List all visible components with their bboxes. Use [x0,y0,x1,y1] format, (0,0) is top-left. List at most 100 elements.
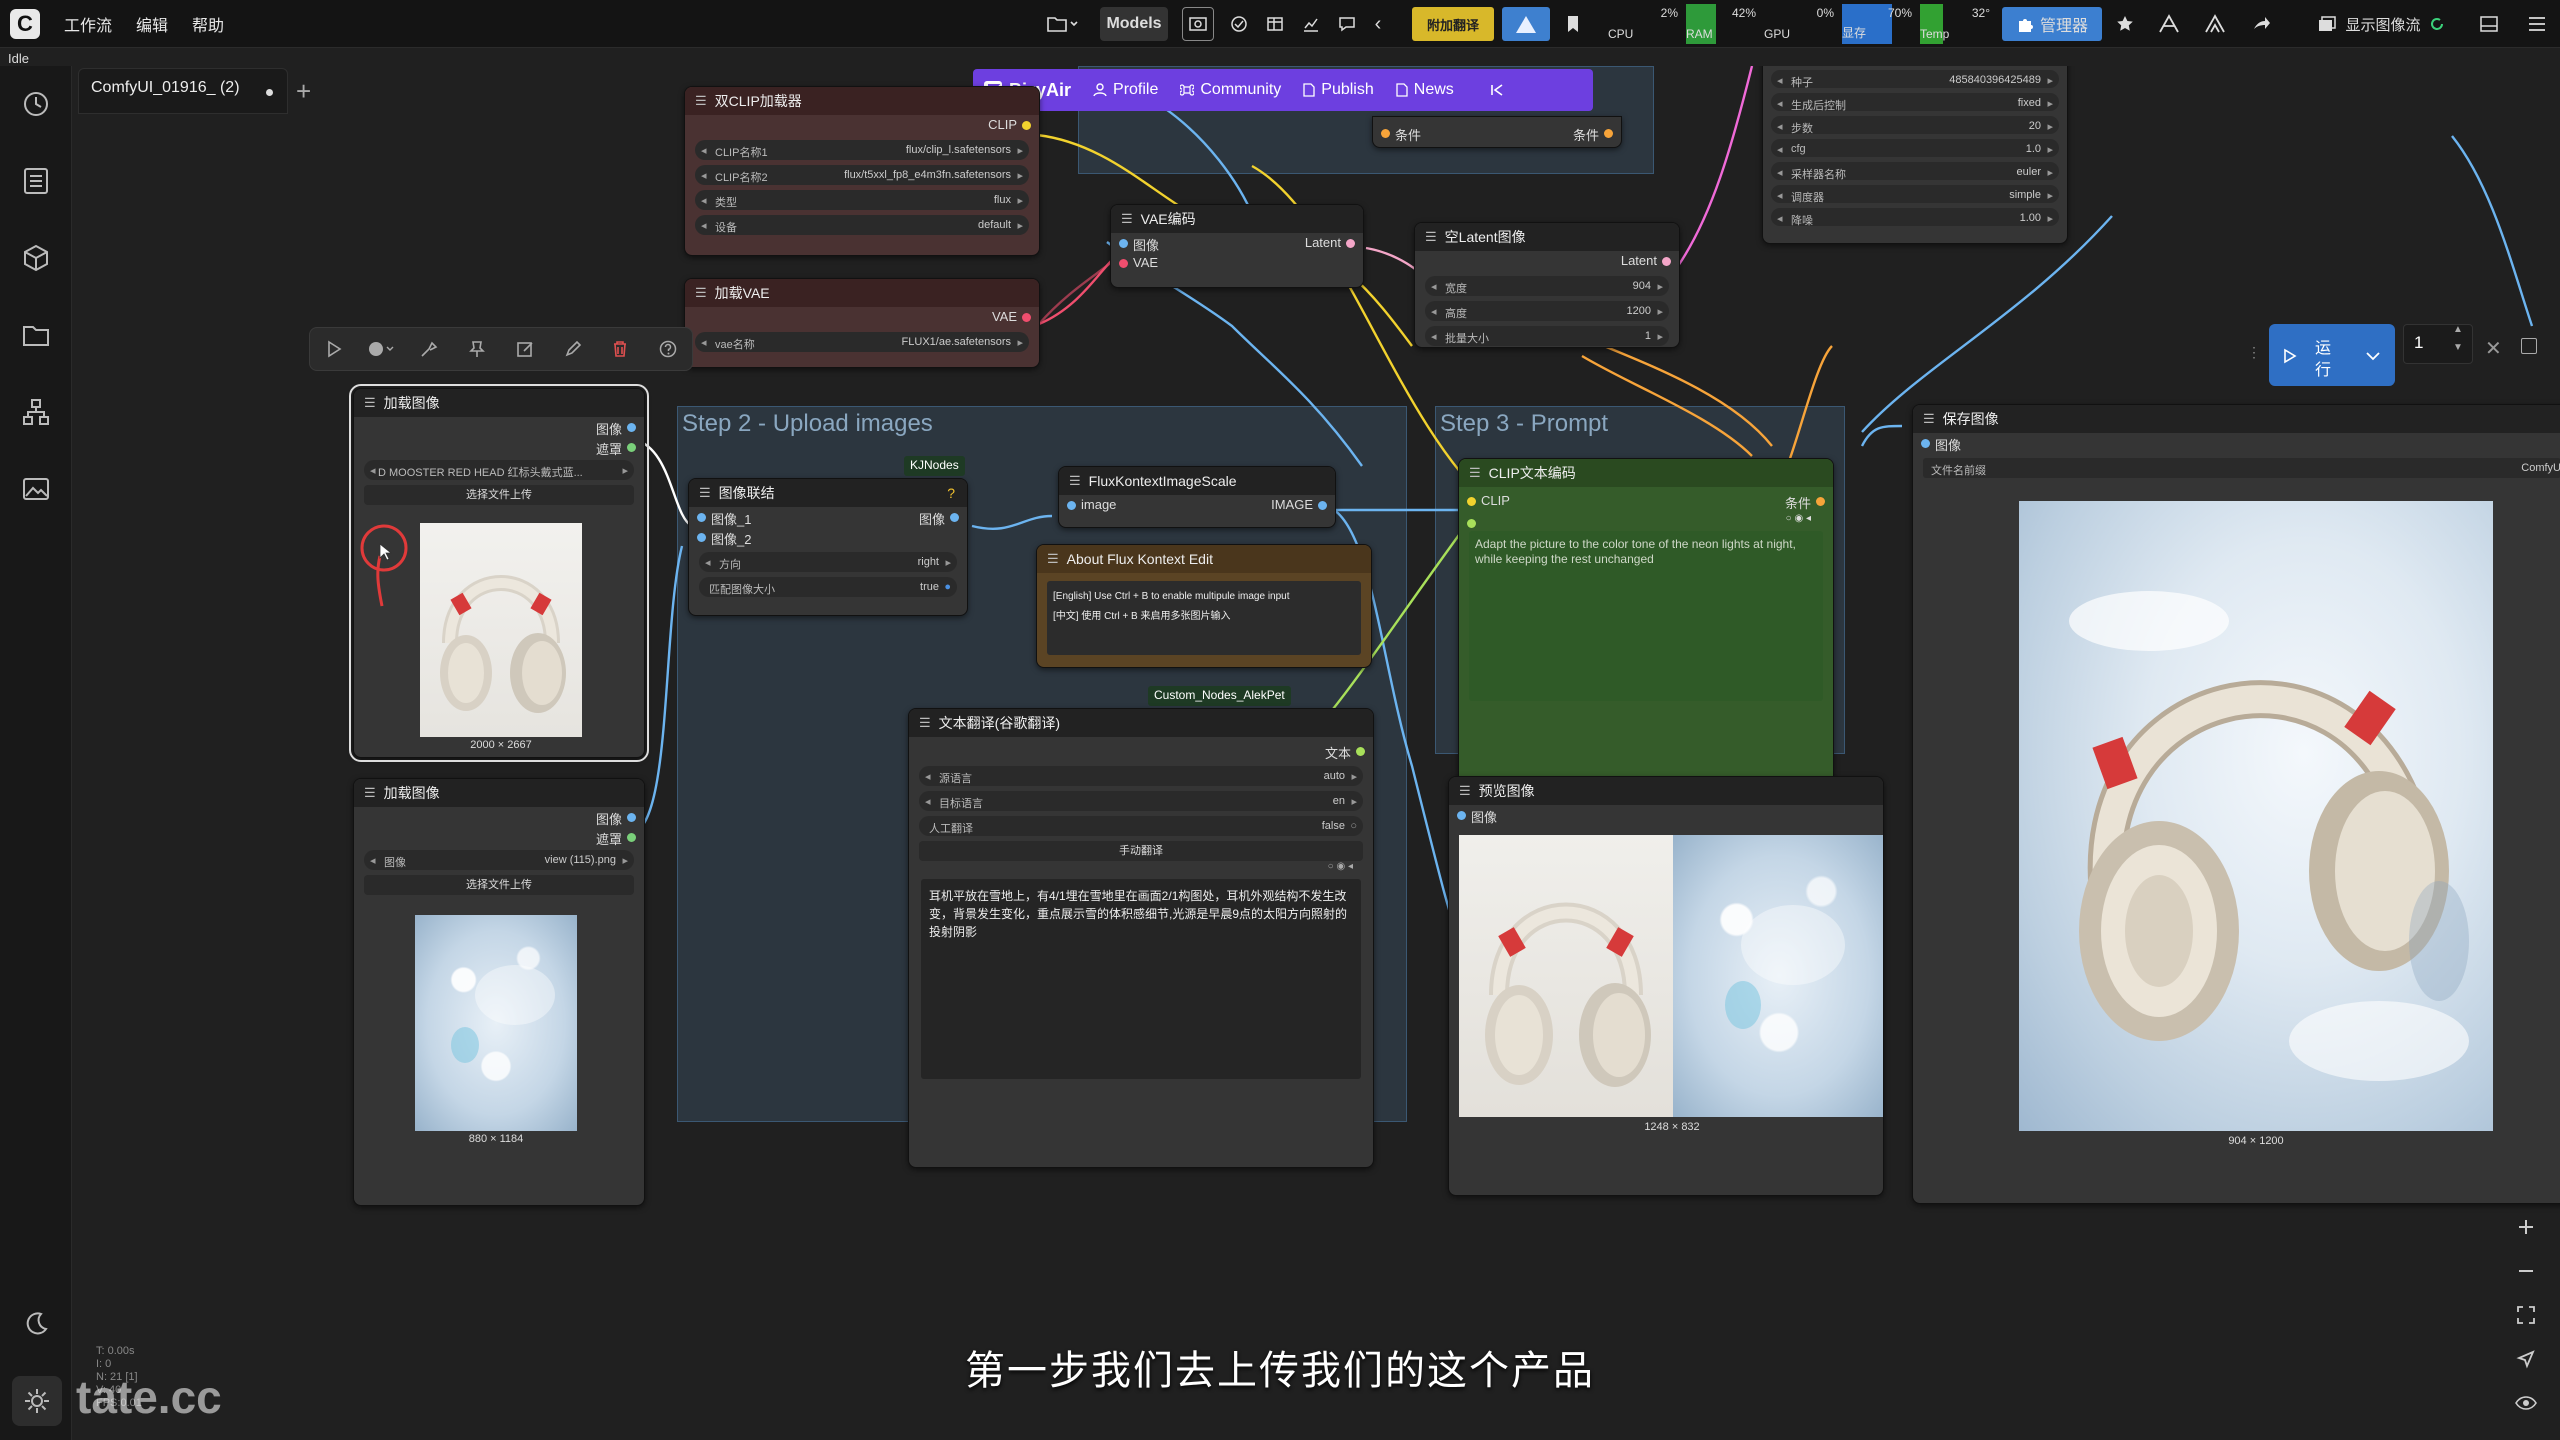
menu-edit[interactable]: 编辑 [136,17,169,35]
run-queue-button[interactable]: 运 行 [2269,324,2395,386]
queue-list-icon[interactable] [18,163,54,199]
output-text-slot[interactable] [1356,747,1365,756]
menu-workflow[interactable]: 工作流 [64,17,113,35]
run-options-chevron-icon[interactable] [2365,350,2381,362]
manager-button[interactable]: 管理器 [2002,7,2102,41]
node-header[interactable]: ☰About Flux Kontext Edit [1037,545,1371,573]
zoom-in-icon[interactable] [2508,1205,2544,1249]
theme-moon-icon[interactable] [18,1306,54,1342]
select-mode-icon[interactable] [2508,1337,2544,1381]
manual-translate-button[interactable]: 手动翻译 [919,841,1363,861]
output-latent-slot[interactable] [1346,239,1355,248]
output-mask-slot[interactable] [627,443,636,452]
output-vae-slot[interactable] [1022,313,1031,322]
node-load-image-1[interactable]: ☰加载图像 图像 遮罩 ◂D MOOSTER RED HEAD 红标头戴式蓝..… [349,384,649,762]
models-button[interactable]: Models [1100,7,1168,41]
translate-button[interactable]: 附加翻译 [1412,7,1494,41]
input-text-slot[interactable] [1467,519,1476,528]
workflow-tab[interactable]: ComfyUI_01916_ (2) [78,68,288,114]
output-image-slot[interactable] [627,423,636,432]
input-images-slot[interactable] [1457,811,1466,820]
check-icon[interactable] [1224,7,1254,41]
output-mask-slot[interactable] [627,833,636,842]
decrement-icon[interactable]: ▼ [2453,342,2463,353]
output-conditioning-slot[interactable] [1604,129,1613,138]
bizyair-collapse-icon[interactable] [1490,83,1504,97]
node-menu-icon[interactable]: ☰ [919,715,931,730]
node-header[interactable]: ☰文本翻译(谷歌翻译) [909,709,1373,737]
show-image-stream-button[interactable]: 显示图像流 [2306,7,2456,41]
bizyair-news-link[interactable]: News [1396,81,1454,99]
output-image-slot[interactable] [627,813,636,822]
star-icon[interactable] [2110,7,2140,41]
model-b-icon[interactable] [2200,7,2230,41]
node-header[interactable]: ☰CLIP文本编码 [1459,459,1833,487]
chat-icon[interactable] [1332,7,1362,41]
input-image-slot[interactable] [1067,501,1076,510]
node-note-about-flux-kontext[interactable]: ☰About Flux Kontext Edit [English] Use C… [1036,544,1372,668]
node-menu-icon[interactable]: ☰ [1047,551,1059,566]
pencil-icon[interactable] [549,340,597,358]
queue-icon[interactable] [1182,7,1214,41]
node-menu-icon[interactable]: ☰ [364,785,376,800]
node-library-icon[interactable] [18,394,54,430]
node-header[interactable]: ☰加载图像 [354,779,644,807]
node-menu-icon[interactable]: ☰ [364,395,376,410]
model-a-icon[interactable] [2154,7,2184,41]
input-conditioning-slot[interactable] [1381,129,1390,138]
node-header[interactable]: ☰空Latent图像 [1415,223,1679,251]
bizyair-community-link[interactable]: Community [1180,81,1281,99]
node-menu-icon[interactable]: ☰ [1069,473,1081,488]
drag-handle-icon[interactable]: ⋮ [2247,344,2261,360]
node-menu-icon[interactable]: ☰ [695,93,707,108]
node-canvas[interactable]: Step 2 - Upload images Step 3 - Prompt [72,66,2560,1440]
input-images-slot[interactable] [1921,439,1930,448]
color-picker-icon[interactable] [358,340,406,358]
note-textarea[interactable]: [English] Use Ctrl + B to enable multipu… [1047,581,1361,655]
close-panel-icon[interactable]: ✕ [2485,338,2502,360]
help-question-icon[interactable]: ? [947,485,955,501]
bypass-icon[interactable] [406,340,454,358]
collapse-chevron-icon[interactable]: ‹ [1374,12,1382,35]
bizyair-publish-link[interactable]: Publish [1303,81,1374,99]
node-menu-icon[interactable]: ☰ [1121,211,1133,226]
input-image1-slot[interactable] [697,513,706,522]
chart-icon[interactable] [1296,7,1326,41]
panel-layout-icon[interactable] [2474,7,2504,41]
fit-view-icon[interactable] [2508,1293,2544,1337]
help-icon[interactable] [644,340,692,358]
table-icon[interactable] [1260,7,1290,41]
node-header[interactable]: ☰VAE编码 [1111,205,1363,233]
node-header[interactable]: ☰加载VAE [685,279,1039,307]
output-image-slot[interactable] [950,513,959,522]
increment-icon[interactable]: ▲ [2453,324,2463,335]
node-header[interactable]: ☰加载图像 [354,389,644,417]
edit-note-icon[interactable] [501,340,549,358]
upload-button[interactable]: 选择文件上传 [364,875,634,895]
hamburger-menu-icon[interactable] [2522,7,2552,41]
image-gallery-icon[interactable] [18,471,54,507]
node-menu-icon[interactable]: ☰ [1923,411,1935,426]
node-header[interactable]: ☰FluxKontextImageScale [1059,467,1335,495]
